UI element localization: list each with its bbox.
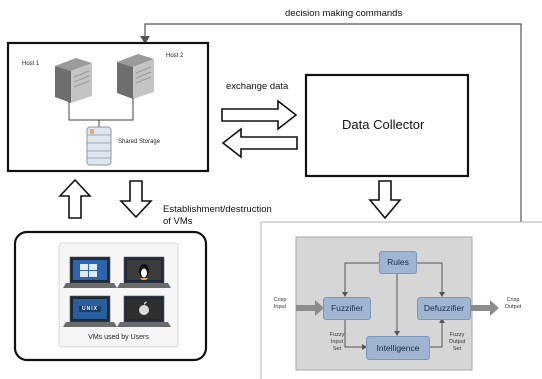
rules-to-defuzzifier-line (415, 262, 443, 296)
linux-laptop-icon (117, 256, 171, 288)
vms-label: VMs used by Users (88, 334, 149, 341)
rules-label: Rules (387, 257, 409, 267)
vm-action-label-line2: of VMs (163, 216, 193, 227)
host-storage-connector (68, 98, 134, 121)
fuzzifier-to-intelligence-arrowhead (362, 344, 367, 350)
crisp-output-arrow (469, 300, 499, 316)
fuzzifier-label: Fuzzifier (330, 303, 364, 313)
apple-laptop-icon (117, 295, 171, 327)
host1-server-icon (55, 58, 92, 103)
arrow-down-from-collector (368, 180, 402, 220)
feedback-arrowhead (140, 36, 150, 44)
crisp-input-label: Crisp Input (273, 297, 287, 310)
rules-to-defuzzifier-arrowhead (439, 292, 445, 297)
crisp-output-label: Crisp Output (504, 297, 522, 310)
storage-label: Shared Storage (118, 139, 161, 145)
data-collector-box (304, 73, 470, 178)
unix-laptop-icon (63, 295, 117, 327)
fuzzifier-box: Fuzzifier (323, 297, 371, 320)
host2-label: Host 2 (166, 53, 184, 59)
exchange-arrow-right (221, 99, 298, 131)
windows-laptop-icon (63, 256, 117, 288)
host2-server-icon (117, 54, 154, 99)
fuzzy-output-set-label: Fuzzy Output Set (448, 332, 466, 352)
rules-to-fuzzifier-line (344, 262, 379, 296)
rules-to-intelligence-arrowhead (394, 331, 400, 336)
arrow-down-from-hosts (119, 180, 153, 219)
arrow-up-to-hosts (58, 178, 92, 219)
shared-storage-icon (86, 126, 112, 166)
feedback-label: decision making commands (285, 8, 403, 19)
intelligence-box: Intelligence (366, 336, 430, 360)
rules-box: Rules (379, 251, 417, 274)
intelligence-to-defuzzifier-line (428, 320, 443, 348)
vm-action-label: Establishment/destruction of VMs (163, 204, 272, 228)
collector-label: Data Collector (342, 117, 425, 132)
defuzzifier-box: Defuzzifier (417, 297, 471, 320)
feedback-line (144, 23, 522, 222)
defuzzifier-label: Defuzzifier (423, 303, 465, 313)
fuzzy-input-set-label: Fuzzy Input Set (329, 332, 345, 352)
fuzzifier-to-intelligence-line (344, 318, 366, 348)
exchange-arrow-left (221, 127, 298, 159)
crisp-input-arrow (296, 300, 324, 316)
intelligence-to-defuzzifier-arrowhead (439, 318, 445, 323)
intelligence-label: Intelligence (376, 343, 420, 353)
host1-label: Host 1 (22, 61, 40, 67)
vm-action-label-line1: Establishment/destruction (163, 204, 272, 215)
exchange-label: exchange data (226, 81, 289, 92)
unix-logo-text: UNIX (82, 306, 98, 312)
rules-to-fuzzifier-arrowhead (342, 292, 348, 297)
